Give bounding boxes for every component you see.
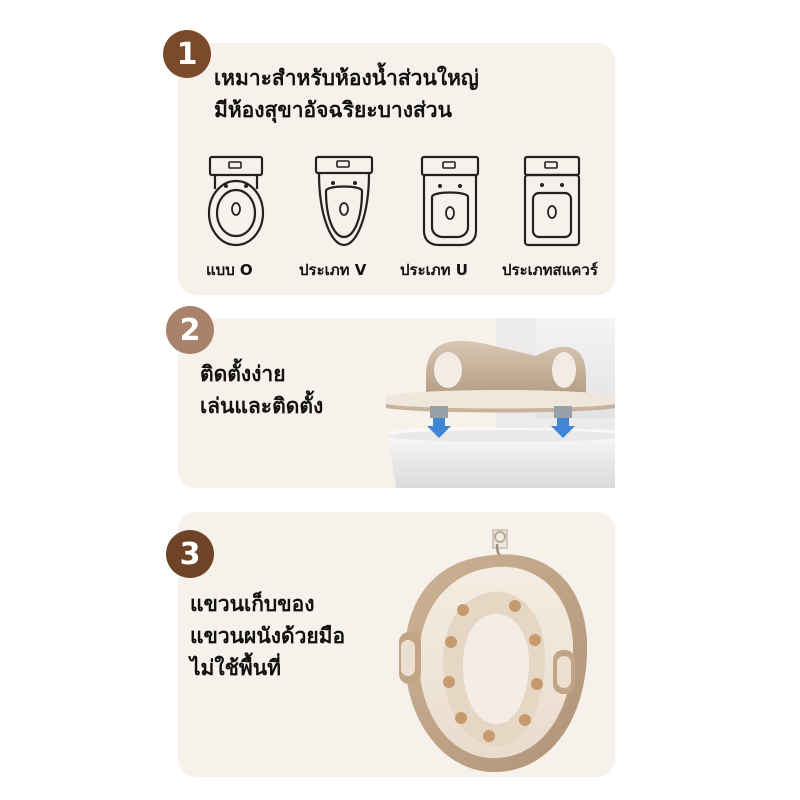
- step-3-line-3: ไม่ใช้พื้นที่: [190, 656, 281, 680]
- toilet-v-label: ประเภท V: [299, 261, 367, 279]
- step-1-heading: เหมาะสำหรับห้องน้ำส่วนใหญ่ มีห้องสุขาอัจ…: [214, 62, 479, 126]
- toilet-bowl: [388, 427, 615, 488]
- toilet-square-shape-icon: [523, 155, 581, 247]
- step-3-heading: แขวนเก็บของ แขวนผนังด้วยมือ ไม่ใช้พื้นที…: [190, 588, 345, 684]
- step-2-line-2: เล่นและติดตั้ง: [200, 394, 324, 418]
- toilet-u-shape-icon: [420, 155, 480, 247]
- arrow-down-icon: [551, 418, 575, 438]
- hanging-seat-illustration: [399, 529, 588, 773]
- left-handle-hole: [434, 352, 462, 388]
- toilet-v-shape-icon: [314, 155, 374, 247]
- step-1-card: [178, 43, 615, 295]
- right-handle-hole: [552, 352, 576, 388]
- toilet-square-label: ประเภทสแควร์: [502, 261, 598, 279]
- bear-pattern: [443, 600, 543, 742]
- step-1-line-2: มีห้องสุขาอัจฉริยะบางส่วน: [214, 98, 452, 122]
- trainer-seat-rim: [386, 390, 615, 409]
- step-2-line-1: ติดตั้งง่าย: [200, 362, 286, 386]
- step-2-heading: ติดตั้งง่าย เล่นและติดตั้ง: [200, 358, 323, 422]
- left-anchor: [430, 406, 448, 418]
- toilet-o-shape-icon: [207, 155, 265, 247]
- toilet-u-label: ประเภท U: [400, 261, 468, 279]
- step-2-badge: 2: [166, 306, 214, 354]
- arrow-down-icon: [427, 418, 451, 438]
- step-3-line-2: แขวนผนังด้วยมือ: [190, 624, 346, 648]
- right-anchor: [554, 406, 572, 418]
- seat-opening: [463, 613, 529, 724]
- step-3-badge: 3: [166, 530, 214, 578]
- step-1-badge: 1: [163, 30, 211, 78]
- toilet-o-label: แบบ O: [206, 261, 253, 279]
- step-1-line-1: เหมาะสำหรับห้องน้ำส่วนใหญ่: [214, 66, 479, 90]
- seat-installation-illustration: [386, 318, 615, 488]
- trainer-seat-back: [426, 340, 586, 396]
- step-3-line-1: แขวนเก็บของ: [190, 592, 315, 616]
